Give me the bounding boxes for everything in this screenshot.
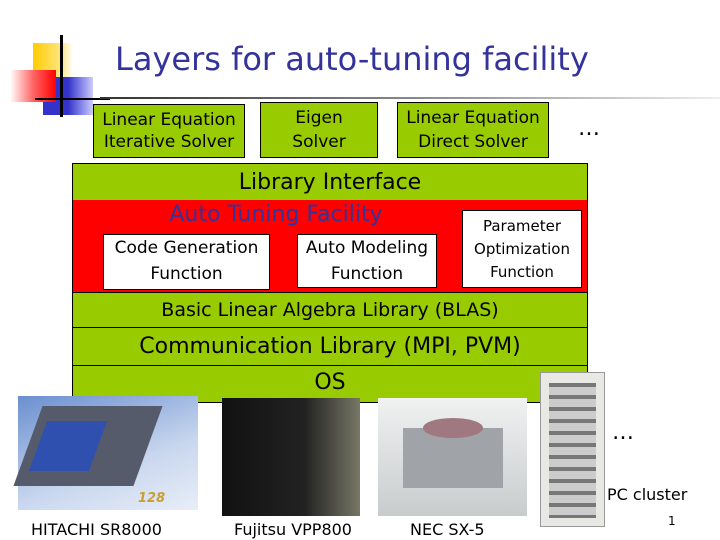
box-line: Function	[150, 264, 223, 284]
box-line: Eigen	[295, 108, 343, 128]
box-line: Solver	[292, 132, 346, 152]
hitachi-label: HITACHI SR8000	[31, 520, 162, 539]
nec-label: NEC SX-5	[410, 520, 485, 539]
slide-title: Layers for auto-tuning facility	[115, 40, 589, 78]
auto-tuning-label: Auto Tuning Facility	[169, 202, 383, 227]
box-line: Function	[490, 263, 554, 281]
box-line: Direct Solver	[418, 132, 528, 152]
logo-decoration	[0, 30, 110, 120]
more-machines-ellipsis: …	[612, 420, 634, 445]
library-interface-layer: Library Interface	[72, 163, 588, 201]
layer-label: Communication Library (MPI, PVM)	[139, 334, 521, 359]
box-line: Iterative Solver	[103, 132, 235, 152]
hitachi-sr8000-photo: 128	[13, 396, 198, 510]
fujitsu-vpp800-photo	[222, 398, 360, 516]
fujitsu-label: Fujitsu VPP800	[234, 520, 352, 539]
box-line: Function	[330, 264, 404, 284]
title-rule	[100, 97, 720, 99]
layer-label: OS	[314, 370, 346, 395]
layer-label: Basic Linear Algebra Library (BLAS)	[161, 299, 499, 321]
pc-cluster-photo	[540, 372, 605, 527]
communication-layer: Communication Library (MPI, PVM)	[72, 327, 588, 366]
layer-label: Library Interface	[238, 169, 422, 195]
nec-sx5-photo	[378, 398, 527, 516]
blas-layer: Basic Linear Algebra Library (BLAS)	[72, 292, 588, 328]
node-count-badge: 128	[138, 491, 166, 506]
pc-cluster-label: PC cluster	[607, 485, 688, 504]
box-line: Auto Modeling	[305, 238, 429, 258]
box-line: Linear Equation	[406, 108, 540, 128]
box-line: Code Generation	[114, 238, 259, 258]
more-solvers-ellipsis: …	[578, 116, 600, 141]
box-line: Optimization	[474, 240, 570, 258]
box-line: Linear Equation	[102, 110, 236, 130]
page-number: 1	[668, 514, 676, 528]
box-line: Parameter	[482, 217, 562, 235]
